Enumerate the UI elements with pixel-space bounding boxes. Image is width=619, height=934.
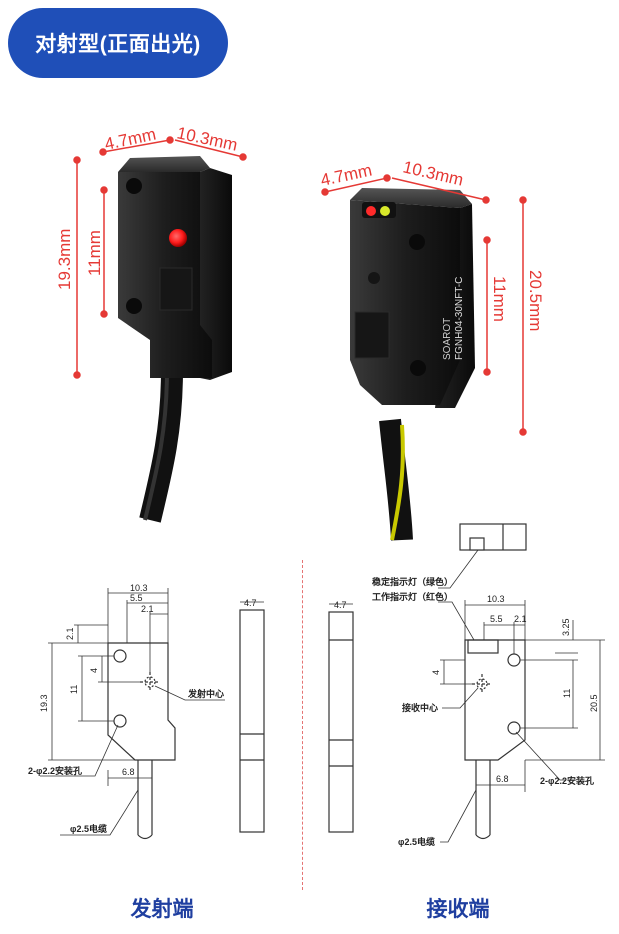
receiver-dim-4: 4 [431, 670, 441, 675]
stable-indicator-led-icon [380, 206, 390, 216]
receiver-dim-width: 10.3 [487, 594, 505, 604]
mount-hole-icon [126, 178, 142, 194]
receiver-photo-model: FGNH04-30NFT-C [454, 277, 465, 360]
receiver-dim-6-8: 6.8 [496, 774, 509, 784]
receiver-dim-5-5: 5.5 [490, 614, 503, 624]
emitter-holes-label: 2-φ2.2安装孔 [28, 765, 82, 776]
receiver-photo-dim-holes: 11mm [490, 276, 509, 322]
receiver-caption: 接收端 [426, 898, 490, 921]
receiver-dim-holes: 11 [562, 689, 572, 698]
emitter-side-dim: 4.7 [244, 598, 257, 608]
emitter-photo [118, 156, 232, 523]
receiver-window [354, 311, 390, 359]
receiver-photo-brand: SOAROT [442, 318, 453, 360]
receiver-photo-body [350, 200, 460, 405]
receiver-side-view [328, 611, 354, 833]
emitter-dim-2-1-top: 2.1 [141, 604, 154, 614]
receiver-photo-dim-width: 10.3mm [401, 157, 465, 189]
mount-hole-icon [409, 234, 425, 250]
receiver-cable-label: φ2.5电缆 [398, 836, 435, 847]
section-divider [302, 560, 303, 890]
emitter-photo-dim-height: 19.3mm [55, 229, 74, 290]
receiver-body-outline [464, 639, 526, 761]
emitter-photo-dim-thickness: 4.7mm [103, 125, 158, 154]
product-photos: 4.7mm 10.3mm 19.3mm 11mm SOAROT FGNH04-3… [55, 123, 545, 541]
receiver-dim-height: 20.5 [589, 694, 599, 712]
emitter-side-view [239, 609, 265, 833]
emitter-photo-dim-width: 10.3mm [175, 123, 239, 154]
receiver-holes-label: 2-φ2.2安装孔 [540, 775, 594, 786]
work-indicator-led-icon [366, 206, 376, 216]
work-indicator-label: 工作指示灯（红色） [372, 591, 453, 602]
emitter-photo-dim-holes: 11mm [85, 230, 104, 276]
emitter-dim-5-5: 5.5 [130, 593, 143, 603]
emitter-dim-width: 10.3 [130, 583, 148, 593]
receiver-photo-dim-thickness: 4.7mm [319, 161, 374, 190]
emitter-caption: 发射端 [130, 898, 194, 921]
emitter-dim-4: 4 [89, 668, 99, 673]
mount-hole-icon [410, 360, 426, 376]
receiver-photo-dim-height: 20.5mm [526, 270, 545, 331]
mount-hole-icon [126, 298, 142, 314]
emitter-body-outline [107, 642, 176, 761]
receiver-photo-cable [379, 418, 413, 541]
section-title-badge: 对射型(正面出光) [8, 8, 228, 78]
receiver-side-dim: 4.7 [334, 600, 347, 610]
emitter-dim-6-8: 6.8 [122, 767, 135, 777]
receiver-lens-icon [368, 272, 380, 284]
emitter-photo-dimensions [73, 136, 247, 379]
emitter-dim-holes: 11 [69, 685, 79, 694]
emitter-cable-label: φ2.5电缆 [70, 823, 107, 834]
emitter-window [159, 267, 193, 311]
receiver-photo-dimensions [321, 174, 527, 436]
emitter-drawing: 10.3 5.5 2.1 2.1 19.3 11 4 6.8 4.7 发射中心 … [28, 583, 265, 840]
receiver-dim-3-25: 3.25 [561, 618, 571, 636]
emitter-led-icon [169, 229, 187, 247]
emitter-center-label: 发射中心 [187, 688, 224, 699]
receiver-center-label: 接收中心 [402, 702, 438, 713]
emitter-photo-cable [139, 369, 183, 523]
section-title: 对射型(正面出光) [35, 33, 201, 56]
indicator-window [467, 639, 499, 654]
receiver-dim-2-1: 2.1 [514, 614, 527, 624]
emitter-dim-2-1-left: 2.1 [65, 627, 75, 640]
receiver-photo: SOAROT FGNH04-30NFT-C [350, 188, 475, 541]
receiver-drawing: 10.3 5.5 2.1 3.25 20.5 11 4 6.8 4.7 稳定指示… [328, 523, 605, 847]
emitter-dim-height: 19.3 [39, 694, 49, 712]
stable-indicator-label: 稳定指示灯（绿色） [372, 576, 453, 587]
